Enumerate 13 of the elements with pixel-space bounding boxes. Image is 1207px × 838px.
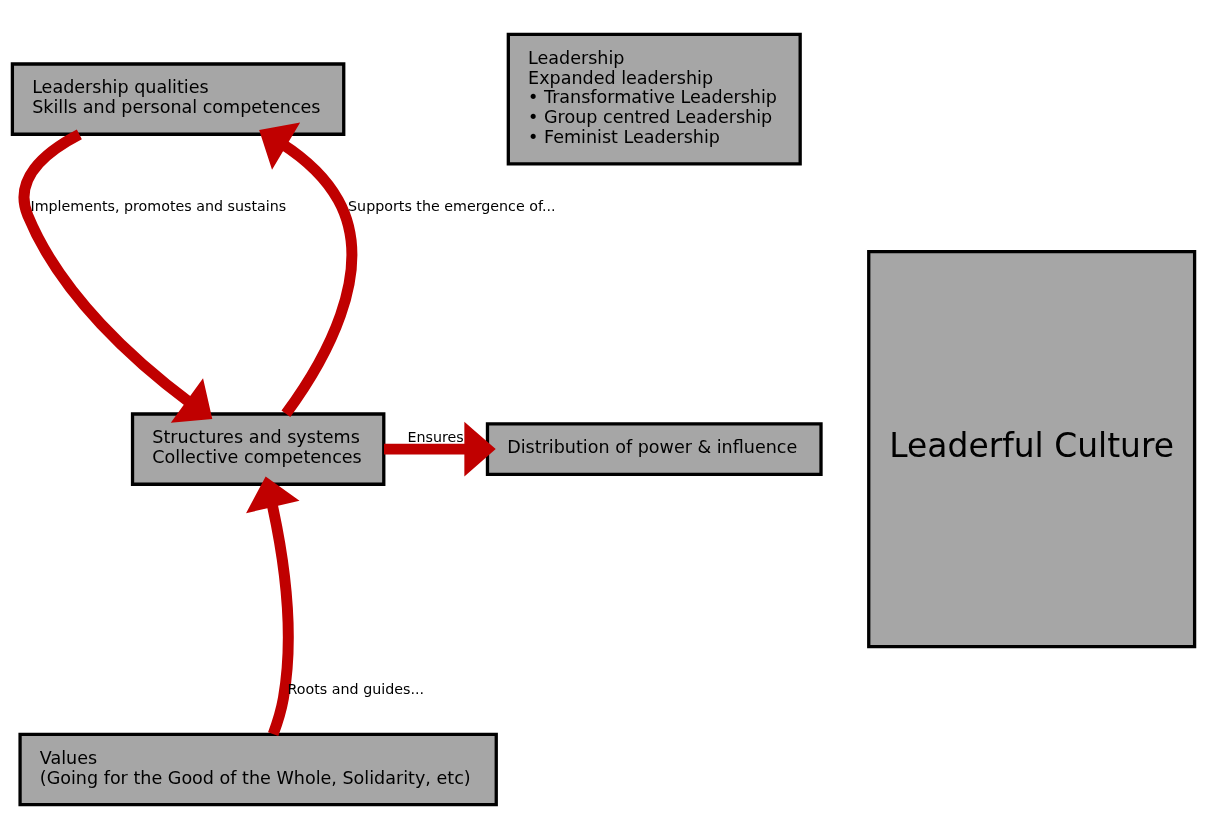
node-box: Leadership qualities Skills and personal competences: [10, 61, 346, 136]
node-box: Values (Going for the Good of the Whole, Solidarity, etc): [18, 732, 498, 806]
arrow: [18, 128, 213, 423]
node-box: Leadership Expanded leadership • Transformative Leadership • Group centred Leadership • Feminist Leadership: [506, 32, 802, 165]
edge-label: Implements, promotes and sustains: [30, 197, 287, 214]
arrow: [246, 475, 300, 736]
edge-label: Ensures: [407, 428, 464, 445]
edge-label: Supports the emergence of...: [348, 197, 556, 214]
node-box: Structures and systems Collective competences: [130, 411, 386, 486]
node-box: Leaderful Culture: [867, 249, 1197, 648]
arrow: [384, 421, 496, 477]
arrow: [259, 122, 358, 417]
node-box: Distribution of power & influence: [485, 421, 823, 476]
